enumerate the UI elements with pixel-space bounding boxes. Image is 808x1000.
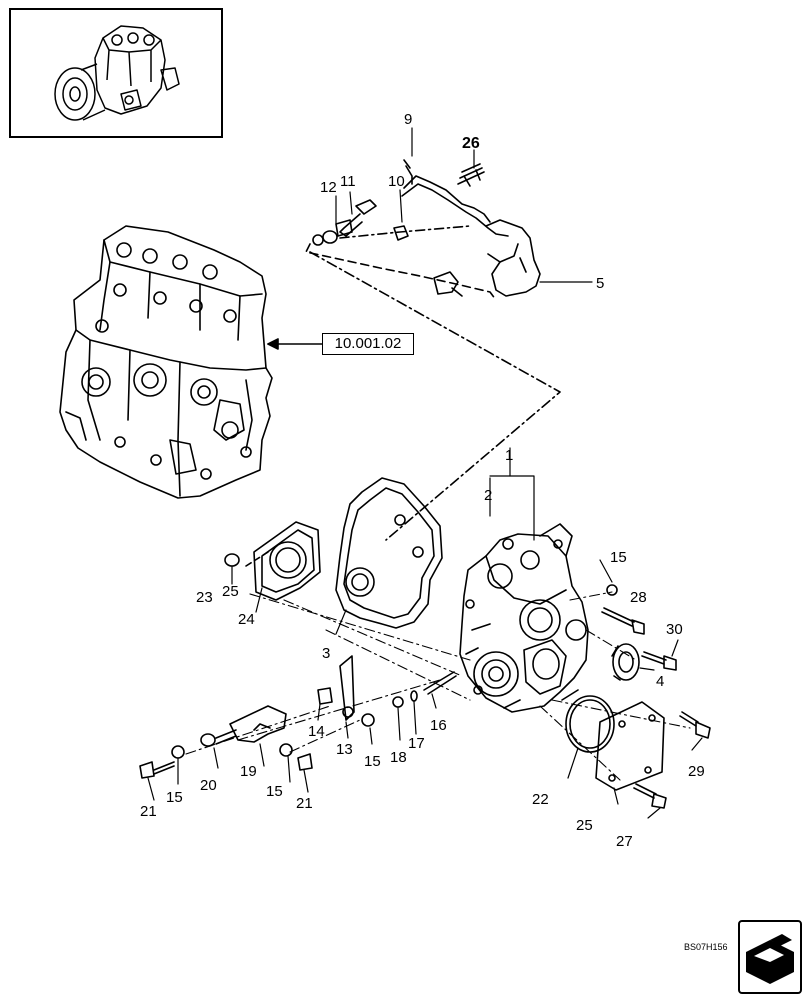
callout-1: 1 — [505, 447, 513, 464]
callout-27: 27 — [616, 833, 633, 850]
callout-17: 17 — [408, 735, 425, 752]
callout-28: 28 — [630, 589, 647, 606]
leader-line — [309, 251, 561, 541]
cover-plate — [224, 521, 321, 601]
callout-15-top: 15 — [610, 549, 627, 566]
bolt-28 — [601, 607, 635, 627]
callout-23: 23 — [196, 589, 213, 606]
callout-15-left: 15 — [166, 789, 183, 806]
callout-20: 20 — [200, 777, 217, 794]
callout-18: 18 — [390, 749, 407, 766]
callout-15-right: 15 — [266, 783, 283, 800]
callout-21-left: 21 — [140, 803, 157, 820]
callout-29: 29 — [688, 763, 705, 780]
callout-22: 22 — [532, 791, 549, 808]
callout-5: 5 — [596, 275, 604, 292]
engine-block-drawing — [59, 225, 273, 499]
callout-11: 11 — [340, 173, 356, 190]
callout-30: 30 — [666, 621, 683, 638]
engine-thumbnail-icon — [54, 25, 180, 121]
gear-case-gasket — [335, 477, 443, 629]
callout-25-left: 25 — [222, 583, 239, 600]
callout-14: 14 — [308, 723, 325, 740]
callout-9: 9 — [404, 111, 412, 128]
page-turn-icon — [746, 934, 794, 984]
page-turn-button[interactable] — [738, 920, 802, 994]
callout-15-mid: 15 — [364, 753, 381, 770]
callout-19: 19 — [240, 763, 257, 780]
bracket — [229, 705, 287, 743]
reference-label[interactable]: 10.001.02 — [322, 333, 414, 355]
callout-4: 4 — [656, 673, 664, 690]
callout-2: 2 — [484, 487, 492, 504]
callout-labels: 1 2 3 4 5 9 10 11 12 13 14 15 15 15 15 1… — [140, 111, 705, 850]
gear-case — [459, 523, 589, 713]
callout-24: 24 — [238, 611, 255, 628]
callout-13: 13 — [336, 741, 353, 758]
callout-21-right: 21 — [296, 795, 313, 812]
callout-10: 10 — [388, 173, 405, 190]
link-lever — [339, 655, 355, 721]
callout-26: 26 — [462, 135, 480, 152]
callout-16: 16 — [430, 717, 447, 734]
callout-12: 12 — [320, 179, 337, 196]
centerlines — [185, 591, 691, 781]
figure-code: BS07H156 — [684, 942, 728, 952]
callout-3: 3 — [322, 645, 330, 662]
oil-seal — [611, 643, 640, 681]
stud — [423, 671, 457, 695]
leader-lines — [147, 127, 703, 819]
callout-25-bottom: 25 — [576, 817, 593, 834]
engine-thumbnail — [9, 8, 223, 138]
